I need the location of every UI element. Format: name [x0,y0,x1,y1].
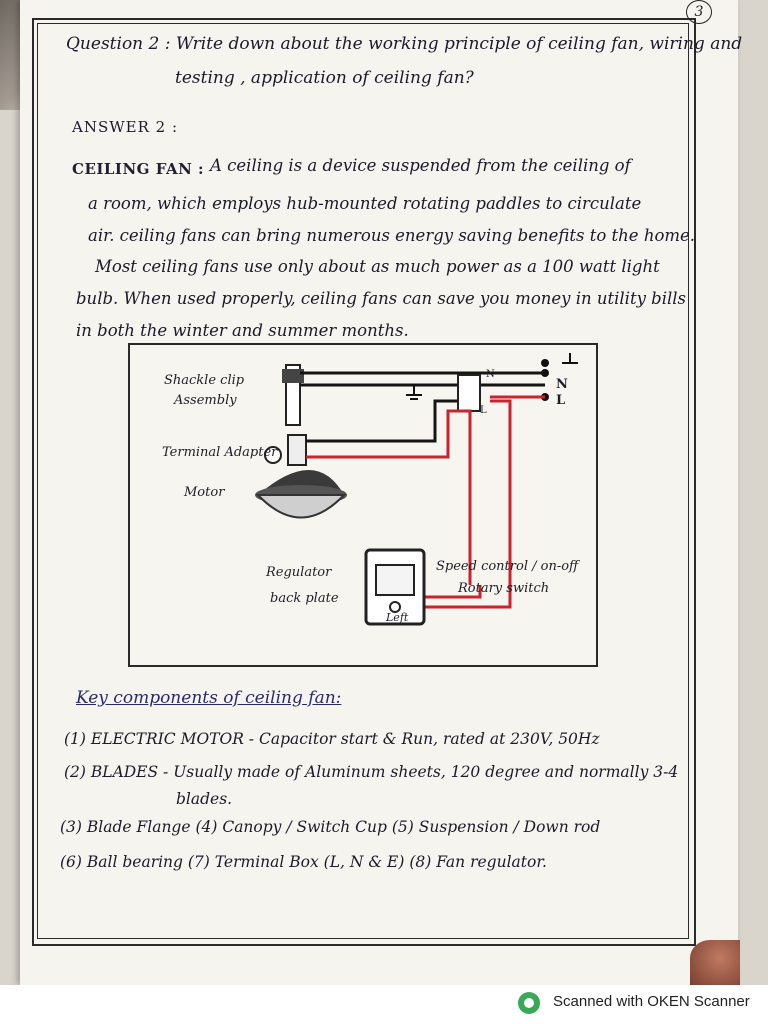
page-number: 3 [686,0,712,24]
switch-box [457,374,481,412]
regulator-switch [375,564,415,596]
neutral-wire-3 [306,399,460,443]
terminal-adapter [264,446,282,464]
label-assembly: Assembly [174,393,237,408]
motor-bowl [255,494,347,519]
page-border-inner [37,23,689,939]
component-line: (2) BLADES - Usually made of Aluminum sh… [64,763,679,781]
component-line: (6) Ball bearing (7) Terminal Box (L, N … [60,853,547,871]
answer-label: ANSWER 2 : [72,118,179,136]
wiring-diagram-drawing [255,353,578,626]
neutral-point [541,369,549,377]
paragraph-line: Most ceiling fans use only about as much… [95,257,660,276]
label-l: L [556,393,566,408]
ceiling-fan-heading: CEILING FAN : [72,160,205,178]
live-wire-1 [306,409,472,585]
label-back-plate: back plate [270,591,339,606]
label-switch-l: L [480,405,487,416]
component-line: blades. [176,790,233,808]
finger-photo-artifact [690,940,740,985]
wiring-diagram: Shackle clip Assembly Terminal Adapter M… [128,343,598,667]
live-wire-3 [422,399,512,609]
page-border-outer [32,18,696,946]
component-line: (1) ELECTRIC MOTOR - Capacitor start & R… [64,730,600,748]
label-speed-control: Speed control / on-off [436,559,579,574]
scanner-watermark-text: Scanned with OKEN Scanner [553,993,750,1010]
paragraph-line: in both the winter and summer months. [76,321,409,340]
paragraph-line: air. ceiling fans can bring numerous ene… [88,226,696,245]
label-shackle: Shackle clip [164,373,245,388]
key-components-title: Key components of ceiling fan: [76,688,342,708]
oken-scanner-logo-icon [518,992,540,1014]
paragraph-line: bulb. When used properly, ceiling fans c… [76,289,687,308]
earth-point [541,359,549,367]
live-wire-4 [422,585,482,599]
regulator-knob [389,601,401,613]
component-line: (3) Blade Flange (4) Canopy / Switch Cup… [60,818,601,836]
question-line-2: testing , application of ceiling fan? [175,68,474,88]
label-motor: Motor [184,485,225,500]
paragraph-line: A ceiling is a device suspended from the… [210,156,631,175]
label-n: N [556,377,568,392]
label-terminal: Terminal Adapter [162,445,278,460]
paragraph-line: a room, which employs hub-mounted rotati… [88,194,642,213]
label-regulator: Regulator [266,565,332,580]
question-line-1: Question 2 : Write down about the workin… [66,34,743,54]
shackle-clip [282,369,304,383]
label-rotary-switch: Rotary switch [458,581,550,596]
scanner-footer [0,985,768,1024]
label-left: Left [386,611,409,624]
label-switch-n: N [486,369,495,380]
terminal-block [287,434,307,466]
